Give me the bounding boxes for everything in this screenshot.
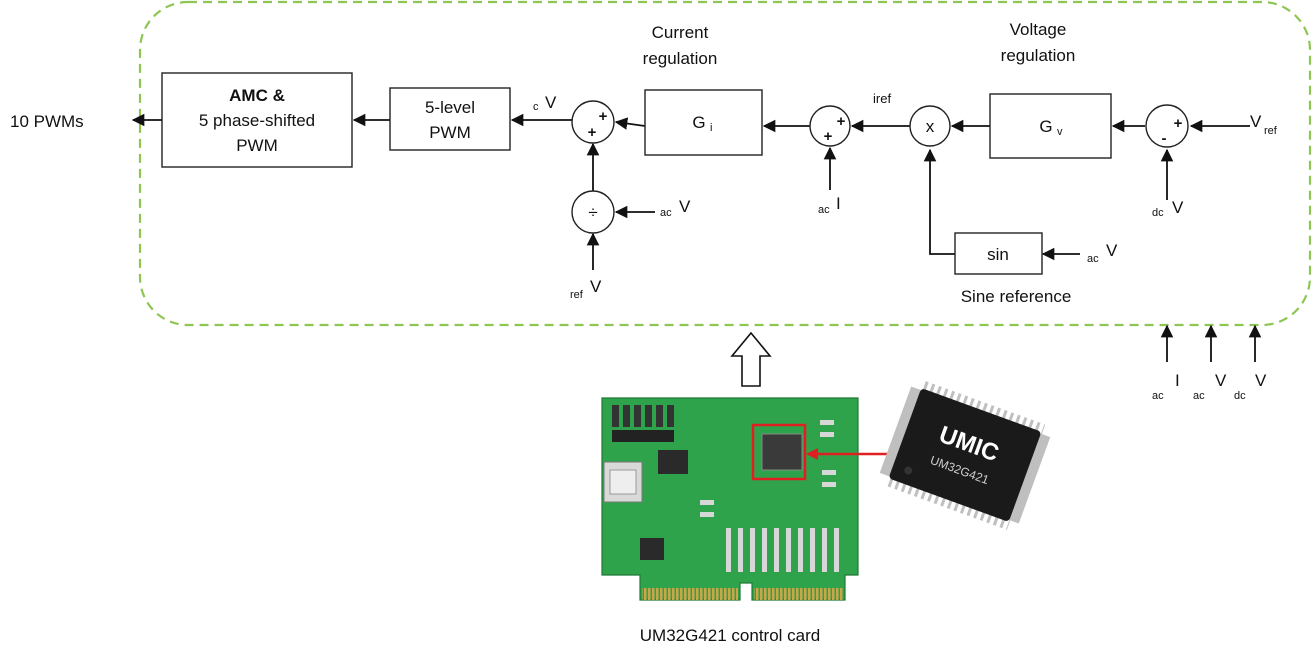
vac-sin-subscript: ac	[1087, 253, 1099, 265]
vac-divider-subscript: ac	[660, 207, 672, 219]
output-label: 10 PWMs	[10, 112, 84, 131]
vref-divider-label: V	[590, 277, 602, 296]
vref-plus-sign: +	[1174, 115, 1183, 132]
pwm-label-line2: PWM	[429, 123, 471, 142]
vac-measured-label: V	[1215, 371, 1227, 390]
current-regulation-line1: Current	[652, 23, 709, 42]
gi-plus-sign: +	[599, 108, 608, 125]
iac-plus-sign: +	[824, 128, 833, 145]
signal-wires	[131, 113, 1262, 362]
iref-plus-sign: +	[837, 113, 846, 130]
mcu-highlight-box	[751, 423, 807, 481]
iref-label: iref	[873, 91, 891, 106]
vc-subscript: c	[533, 101, 539, 113]
vac-sin-label: V	[1106, 241, 1118, 260]
vref-input-label: V	[1250, 112, 1262, 131]
vref-input-subscript: ref	[1264, 125, 1278, 137]
current-regulation-line2: regulation	[643, 49, 718, 68]
amc-pwm-block: AMC & 5 phase-shifted PWM	[161, 72, 353, 168]
vdc-input-subscript: dc	[1152, 207, 1164, 219]
divider-symbol: ÷	[588, 203, 597, 222]
five-level-pwm-block: 5-level PWM	[389, 87, 511, 151]
vac-divider-label: V	[679, 197, 691, 216]
gi-block: G i	[644, 89, 763, 156]
vc-summing-junction: + +	[571, 100, 615, 144]
gi-subscript: i	[710, 122, 712, 134]
vdc-input-label: V	[1172, 198, 1184, 217]
iac-measured-subscript: ac	[1152, 390, 1164, 402]
amc-label-line3: PWM	[236, 136, 278, 155]
microcontroller-chip-icon: UMIC UM32G421	[879, 380, 1051, 530]
amc-label-line1: AMC &	[229, 86, 285, 105]
controller-frame	[138, 0, 1312, 327]
sin-block: sin	[954, 232, 1043, 275]
multiplier-symbol: x	[926, 117, 935, 136]
gv-block: G v	[989, 93, 1112, 159]
sine-reference-label: Sine reference	[961, 287, 1072, 306]
iac-measured-label: I	[1175, 371, 1180, 390]
gv-label: G	[1039, 117, 1052, 136]
pwm-label-line1: 5-level	[425, 98, 475, 117]
vc-label: V	[545, 93, 557, 112]
sin-label: sin	[987, 245, 1009, 264]
multiplier: x	[909, 105, 951, 147]
vref-summing-junction: + -	[1145, 104, 1189, 148]
gv-subscript: v	[1057, 126, 1063, 138]
vac-measured-subscript: ac	[1193, 390, 1205, 402]
divider: ÷	[571, 190, 615, 234]
voltage-regulation-line1: Voltage	[1010, 20, 1067, 39]
vref-divider-subscript: ref	[570, 289, 584, 301]
voltage-regulation-line2: regulation	[1001, 46, 1076, 65]
control-card-pcb-icon	[601, 397, 859, 601]
iref-summing-junction: + +	[809, 105, 851, 147]
gi-label: G	[692, 113, 705, 132]
vdc-measured-label: V	[1255, 371, 1267, 390]
ff-plus-sign: +	[588, 124, 597, 141]
iac-input-label: I	[836, 194, 841, 213]
vdc-measured-subscript: dc	[1234, 390, 1246, 402]
iac-input-subscript: ac	[818, 204, 830, 216]
vdc-minus-sign: -	[1162, 130, 1167, 147]
amc-label-line2: 5 phase-shifted	[199, 111, 315, 130]
hollow-up-arrow-icon	[730, 331, 772, 387]
control-card-caption: UM32G421 control card	[640, 626, 820, 645]
